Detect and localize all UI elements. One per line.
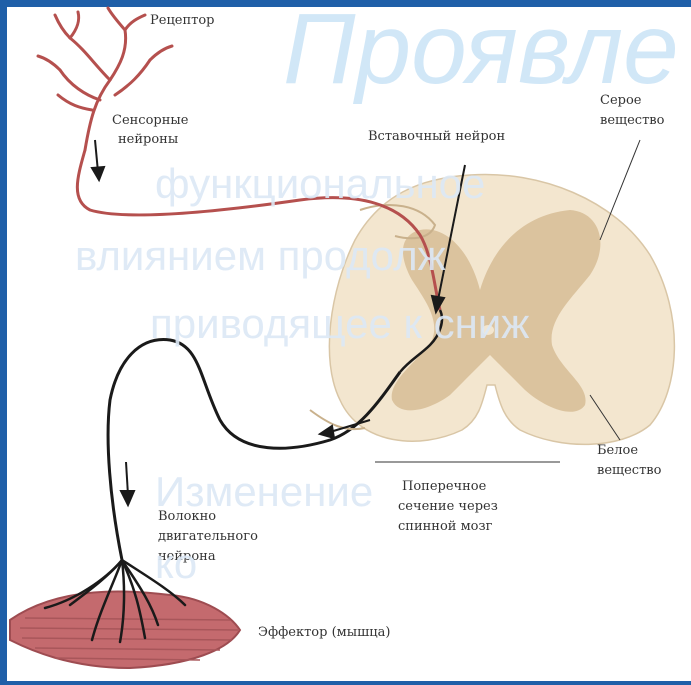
arrow-sensory [92, 140, 104, 180]
label-cross-3: спинной мозг [398, 518, 492, 535]
arrow-motor [121, 462, 134, 505]
label-cross-2: сечение через [398, 498, 498, 515]
slide-line-1: функциональное [155, 160, 485, 208]
label-gray-2: вещество [600, 112, 664, 129]
slide-title: Проявле [283, 0, 679, 107]
slide-line-2: влиянием продолж [75, 232, 446, 280]
slide-line-3: приводящее к сниж [150, 300, 529, 348]
label-receptor: Рецептор [150, 12, 215, 29]
slide-line-5: ко [155, 540, 197, 588]
label-white-2: вещество [597, 462, 661, 479]
label-sensory-2: нейроны [118, 131, 178, 148]
label-effector: Эффектор (мышца) [258, 624, 390, 641]
label-interneuron: Вставочный нейрон [368, 128, 505, 145]
label-cross-1: Поперечное [402, 478, 486, 495]
label-sensory-1: Сенсорные [112, 112, 188, 129]
slide-line-4: Изменение [155, 468, 373, 516]
label-white-1: Белое [597, 442, 638, 459]
